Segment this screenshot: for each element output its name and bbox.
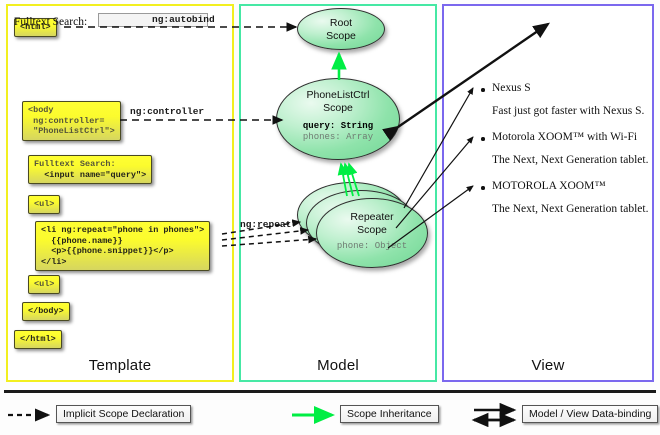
code-box-html-close: </html> bbox=[14, 330, 62, 349]
code-box-body-open: <body ng:controller= "PhoneListCtrl"> bbox=[22, 101, 121, 141]
legend-label-scope-inheritance: Scope Inheritance bbox=[340, 405, 439, 423]
scope-repeater-title-line1: Repeater bbox=[350, 211, 394, 223]
scope-ctrl-prop-phones: phones: Array bbox=[302, 132, 374, 142]
code-box-li-repeat: <li ng:repeat="phone in phones"> {{phone… bbox=[35, 221, 211, 271]
scope-ctrl-title-line2: Scope bbox=[323, 101, 353, 114]
code-box-html-open: <html> bbox=[14, 18, 57, 37]
scope-root-title-line1: Root bbox=[329, 17, 353, 29]
scope-ellipse-repeater: Repeater Scope phone: Object bbox=[316, 198, 428, 268]
list-bullet bbox=[481, 88, 485, 92]
scope-ellipse-root: Root Scope bbox=[297, 8, 385, 50]
legend: Implicit Scope Declaration Scope Inherit… bbox=[0, 398, 660, 432]
connector-label-repeat: ng:repeat bbox=[240, 219, 292, 230]
scope-repeater-title-line2: Scope bbox=[357, 223, 387, 236]
legend-label-implicit-scope-declaration: Implicit Scope Declaration bbox=[56, 405, 192, 423]
code-box-fulltext-search: Fulltext Search: <input name="query"> bbox=[28, 155, 153, 184]
legend-arrows bbox=[8, 402, 517, 428]
code-box-body-close: </body> bbox=[22, 302, 70, 321]
connector-label-autobind: ng:autobind bbox=[152, 14, 215, 25]
phone-name: Nexus S bbox=[492, 82, 531, 94]
panel-model-label: Model bbox=[317, 357, 359, 374]
connector-label-controller: ng:controller bbox=[130, 106, 205, 117]
phone-snippet: The Next, Next Generation tablet. bbox=[492, 203, 649, 215]
scope-root-title-line2: Scope bbox=[326, 29, 356, 42]
legend-label-model-view-data-binding: Model / View Data-binding bbox=[522, 405, 659, 423]
fulltext-search-input[interactable] bbox=[98, 13, 208, 27]
phone-snippet: Fast just got faster with Nexus S. bbox=[492, 105, 645, 117]
scope-ctrl-prop-query: query: String bbox=[302, 121, 374, 131]
list-bullet bbox=[481, 186, 485, 190]
phone-snippet: The Next, Next Generation tablet. bbox=[492, 154, 649, 166]
scope-ctrl-title-line1: PhoneListCtrl bbox=[306, 89, 370, 101]
code-box-ul-close: <ul> bbox=[28, 275, 61, 294]
scope-ellipse-phonelistctrl: PhoneListCtrl Scope query: String phones… bbox=[276, 78, 400, 160]
panel-view: View bbox=[442, 4, 654, 382]
scope-repeater-prop-phone: phone: Object bbox=[336, 241, 408, 251]
view-search-label: Fulltext Search: bbox=[14, 16, 88, 28]
panel-view-label: View bbox=[531, 357, 565, 374]
list-bullet bbox=[481, 137, 485, 141]
code-box-ul-open: <ul> bbox=[28, 195, 61, 214]
phone-name: MOTOROLA XOOM™ bbox=[492, 180, 606, 192]
legend-separator bbox=[4, 390, 656, 393]
panel-template: Template bbox=[6, 4, 234, 382]
phone-name: Motorola XOOM™ with Wi-Fi bbox=[492, 131, 638, 143]
panel-template-label: Template bbox=[88, 357, 152, 374]
